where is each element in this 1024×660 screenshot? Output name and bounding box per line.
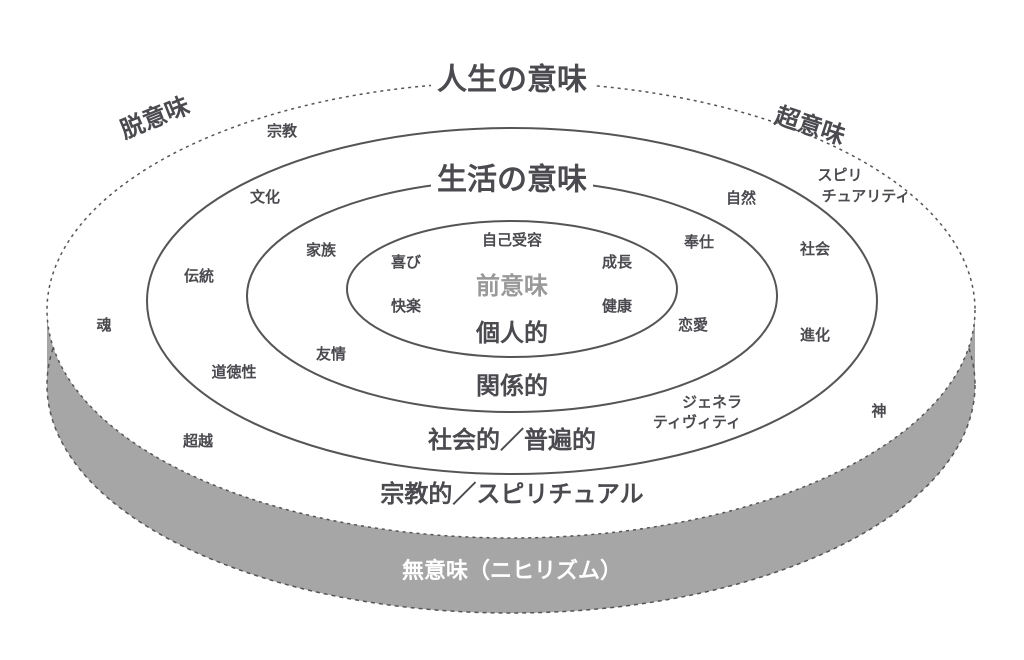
- word: 家族: [305, 240, 337, 259]
- title-living: 生活の意味: [431, 163, 593, 197]
- word: 自然: [725, 188, 757, 207]
- word: 伝統: [183, 266, 215, 285]
- word: 道徳性: [211, 362, 257, 381]
- word: 魂: [96, 315, 112, 334]
- word: チュアリティ: [821, 186, 911, 205]
- word: 喜び: [390, 252, 422, 271]
- word: 進化: [799, 325, 831, 344]
- word: 恋愛: [677, 315, 709, 334]
- word: スピリ: [817, 165, 863, 184]
- title-personal: 個人的: [476, 318, 548, 347]
- word: 奉仕: [683, 232, 715, 251]
- word: ジェネラ: [681, 392, 743, 411]
- word: 宗教: [266, 121, 298, 140]
- title-nihil: 無意味（ニヒリズム）: [401, 558, 623, 584]
- title-pre: 前意味: [476, 271, 548, 300]
- title-social: 社会的／普遍的: [428, 425, 596, 454]
- title-religious: 宗教的／スピリチュアル: [380, 479, 644, 508]
- word: 神: [871, 401, 887, 420]
- title-life: 人生の意味: [431, 63, 593, 97]
- outer-ring: [46, 81, 976, 539]
- title-relational: 関係的: [476, 371, 548, 400]
- word: 友情: [315, 344, 347, 363]
- ring-personal: [346, 220, 678, 358]
- word: 健康: [601, 296, 633, 315]
- word: ティヴィティ: [652, 412, 742, 431]
- word: 自己受容: [481, 230, 543, 249]
- word: 文化: [249, 187, 281, 206]
- word: 超越: [182, 431, 214, 450]
- ring-social: [146, 127, 878, 475]
- word: 社会: [799, 239, 831, 258]
- word: 快楽: [390, 296, 422, 315]
- word: 成長: [601, 252, 633, 271]
